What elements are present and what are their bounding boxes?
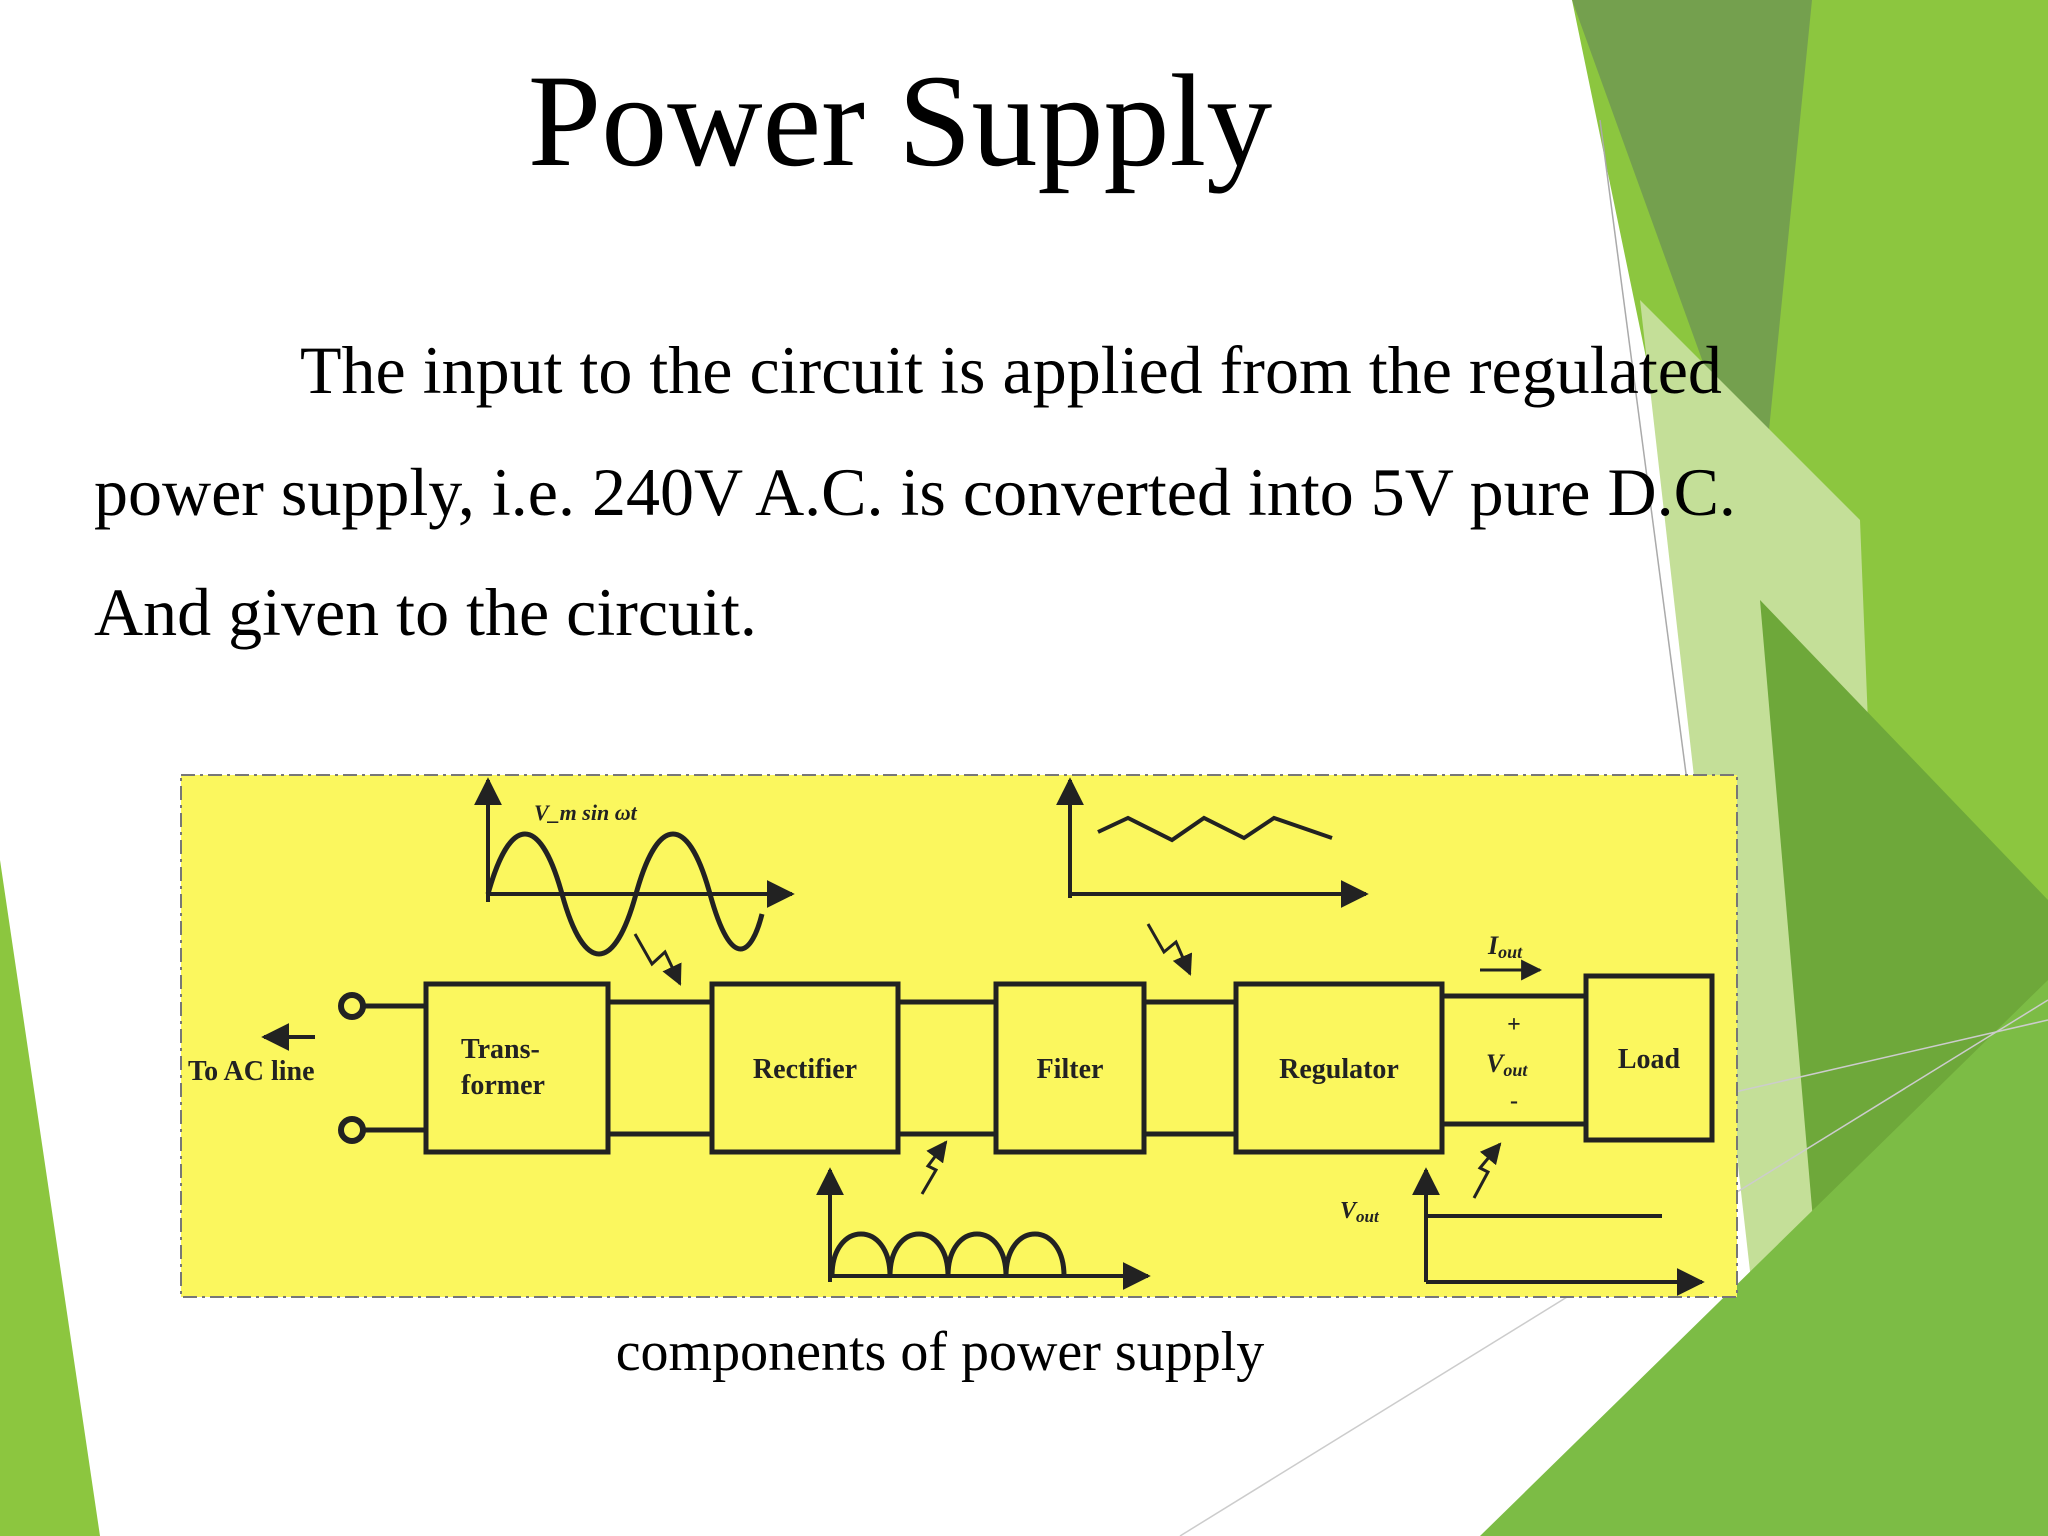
rectifier-label: Rectifier bbox=[753, 1054, 857, 1085]
sine-waveform bbox=[485, 831, 765, 957]
body-text-line: The input to the circuit is applied from… bbox=[300, 332, 1722, 408]
decor-line bbox=[1599, 119, 1701, 881]
stage-pointer-arrow bbox=[1146, 923, 1193, 976]
diagram-background bbox=[180, 774, 1738, 1298]
bottom-right-wedge bbox=[1480, 980, 2048, 1536]
body-text-line: And given to the circuit. bbox=[94, 574, 757, 650]
minus-sign: - bbox=[1510, 1088, 1518, 1114]
filter-block bbox=[993, 981, 1147, 1155]
load-block bbox=[1583, 973, 1715, 1143]
transformer-block bbox=[423, 981, 611, 1155]
right-dark-shard bbox=[1572, 0, 1812, 520]
dc-voltage-label: Vout bbox=[1340, 1198, 1380, 1226]
regulator-block bbox=[1233, 981, 1445, 1155]
transformer-label: former bbox=[461, 1070, 545, 1101]
transformer-label: Trans- bbox=[461, 1034, 540, 1065]
stage-pointer-arrow bbox=[1472, 1142, 1502, 1199]
power-supply-block-diagram: To AC line Trans- former Rectifier Filte… bbox=[180, 774, 1738, 1298]
filter-label: Filter bbox=[1037, 1054, 1104, 1085]
rectifier-block bbox=[709, 981, 901, 1155]
rectified-waveform bbox=[829, 1231, 1067, 1277]
load-label: Load bbox=[1618, 1044, 1681, 1075]
ac-line-label: To AC line bbox=[188, 1056, 315, 1087]
output-current-label: Iout bbox=[1487, 931, 1523, 962]
decor-line bbox=[1699, 1019, 2048, 1101]
left-green-shard bbox=[0, 860, 100, 1536]
regulator-label: Regulator bbox=[1279, 1054, 1399, 1085]
diagram-caption: components of power supply bbox=[615, 1321, 1265, 1383]
body-text-line: power supply, i.e. 240V A.C. is converte… bbox=[94, 454, 1736, 530]
stage-pointer-arrow bbox=[633, 933, 682, 986]
plus-sign: + bbox=[1507, 1012, 1521, 1038]
filtered-waveform bbox=[1097, 815, 1333, 843]
stage-pointer-arrow bbox=[920, 1140, 948, 1195]
sine-label: V_m sin ωt bbox=[534, 800, 638, 825]
slide-title: Power Supply bbox=[527, 47, 1273, 194]
output-voltage-label: Vout bbox=[1486, 1049, 1528, 1080]
